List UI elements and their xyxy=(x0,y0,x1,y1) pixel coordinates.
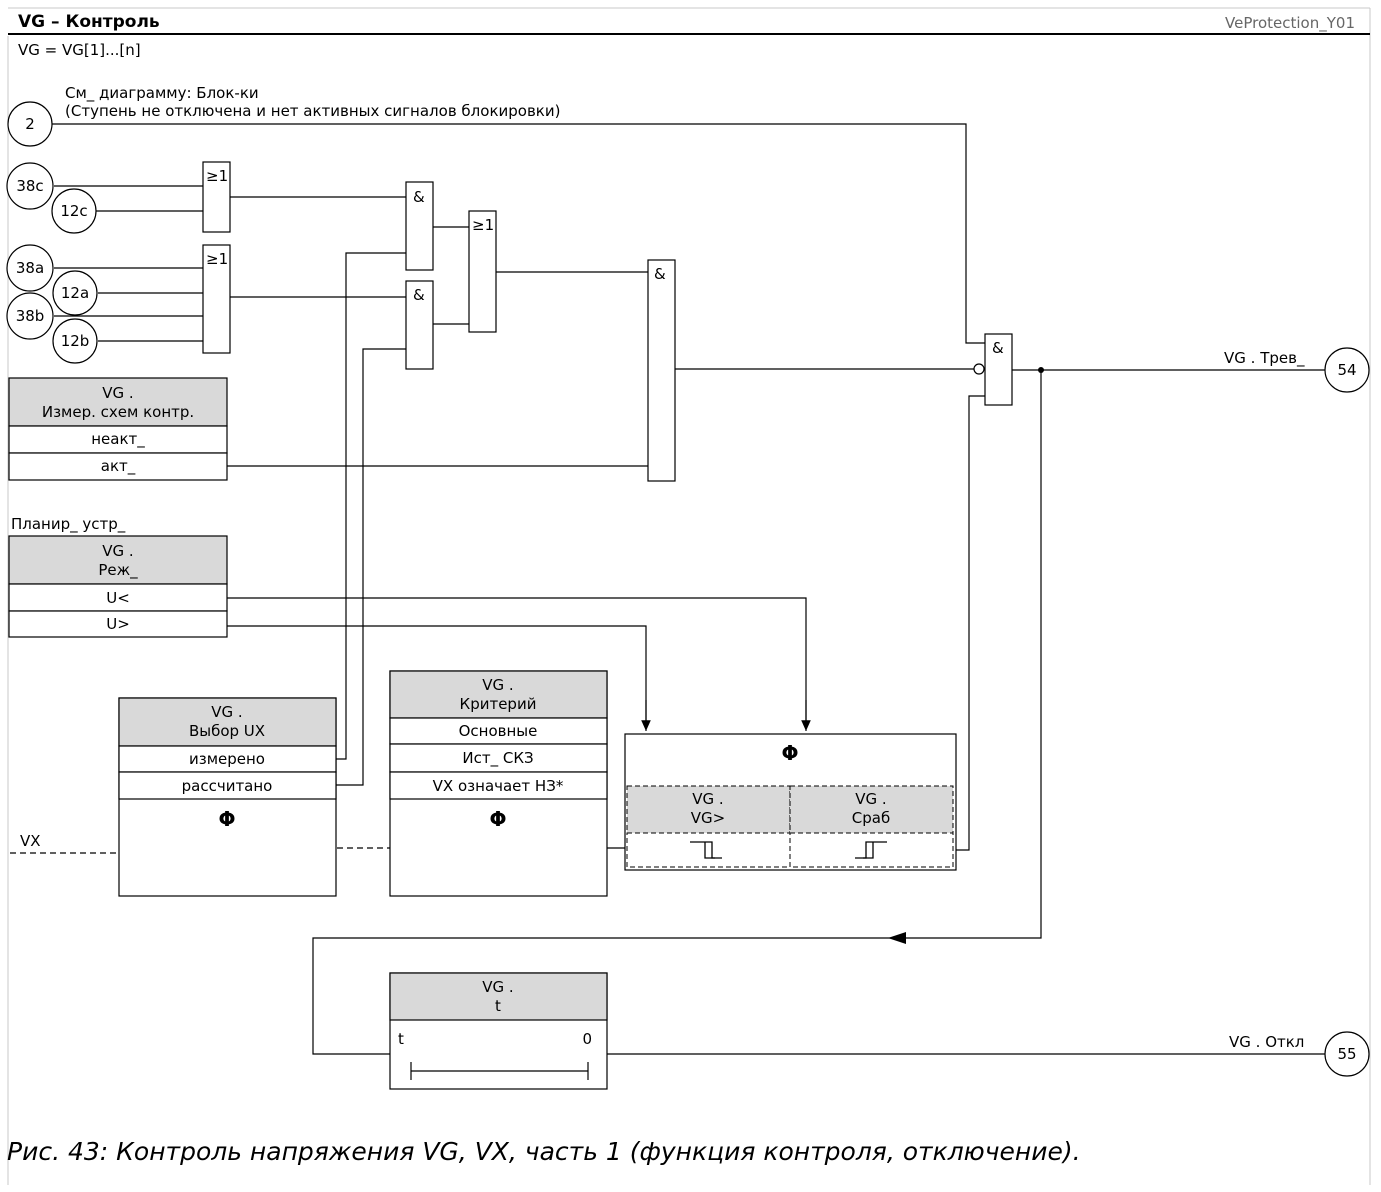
connector-2: 2 xyxy=(7,101,53,147)
svg-text:12a: 12a xyxy=(61,284,89,302)
svg-text:0: 0 xyxy=(582,1030,592,1048)
page-title: VG – Контроль xyxy=(18,12,160,32)
meas-circuit-box: VG . Измер. схем контр. неакт_ акт_ xyxy=(8,377,228,481)
note-line2: (Ступень не отключена и нет активных сиг… xyxy=(65,102,560,120)
negation-circle xyxy=(973,363,985,375)
mode-box: VG . Реж_ U< U> xyxy=(8,535,228,638)
connector-38a: 38a xyxy=(6,244,54,292)
connector-54: 54 xyxy=(1324,347,1370,393)
svg-text:измерено: измерено xyxy=(189,750,265,768)
svg-text:2: 2 xyxy=(25,115,35,133)
dashed-wires xyxy=(10,847,390,854)
svg-text:38a: 38a xyxy=(16,259,44,277)
svg-text:U>: U> xyxy=(106,615,130,633)
connector-38c: 38c xyxy=(6,162,54,210)
svg-text:Измер. схем контр.: Измер. схем контр. xyxy=(42,403,194,421)
arrow-feedback xyxy=(888,932,906,944)
svg-text:t: t xyxy=(398,1030,404,1048)
or-gate-combine: ≥1 xyxy=(468,210,497,333)
svg-text:&: & xyxy=(413,188,425,206)
svg-text:VG .: VG . xyxy=(692,790,723,808)
svg-text:38b: 38b xyxy=(16,307,45,325)
connector-55: 55 xyxy=(1324,1031,1370,1077)
svg-text:&: & xyxy=(413,286,425,304)
ux-select-box: VG . Выбор UX измерено рассчитано Φ xyxy=(118,697,337,897)
svg-text:12c: 12c xyxy=(60,202,87,220)
svg-text:Ист_ СКЗ: Ист_ СКЗ xyxy=(462,749,533,768)
threshold-box: Φ VG . VG> VG . Сраб xyxy=(624,733,957,871)
connector-12c: 12c xyxy=(51,188,97,234)
trip-signal-label: VG . Откл xyxy=(1229,1033,1304,1051)
connector-12a: 12a xyxy=(52,270,98,316)
criterion-box: VG . Критерий Основные Ист_ СКЗ VX означ… xyxy=(389,670,608,897)
timer-box: VG . t t 0 xyxy=(389,972,608,1090)
svg-text:Сраб: Сраб xyxy=(852,809,890,827)
page-frame xyxy=(7,7,1371,1185)
svg-text:VG .: VG . xyxy=(102,384,133,402)
connector-38b: 38b xyxy=(6,292,54,340)
figure-caption: Рис. 43: Контроль напряжения VG, VX, час… xyxy=(7,1137,1081,1166)
diagram-ref: VeProtection_Y01 xyxy=(1225,14,1355,33)
svg-text:Φ: Φ xyxy=(218,807,235,831)
junction-dot xyxy=(1038,367,1044,373)
wires xyxy=(52,123,1326,1055)
svg-text:≥1: ≥1 xyxy=(206,250,228,268)
svg-text:рассчитано: рассчитано xyxy=(182,777,273,795)
vx-signal-label: VX xyxy=(20,832,41,850)
svg-text:VG .: VG . xyxy=(482,978,513,996)
or-gate-middle: ≥1 xyxy=(202,244,231,354)
svg-text:≥1: ≥1 xyxy=(206,167,228,185)
and-gate-middle: & xyxy=(405,280,434,370)
svg-text:55: 55 xyxy=(1337,1045,1356,1063)
subtitle: VG = VG[1]...[n] xyxy=(18,41,141,59)
svg-text:Основные: Основные xyxy=(459,722,538,740)
svg-text:VX означает НЗ*: VX означает НЗ* xyxy=(433,777,564,795)
svg-text:VG .: VG . xyxy=(102,542,133,560)
svg-text:&: & xyxy=(654,265,666,283)
svg-text:&: & xyxy=(992,339,1004,357)
svg-text:Критерий: Критерий xyxy=(460,695,537,713)
alarm-signal-label: VG . Трев_ xyxy=(1224,349,1305,368)
svg-text:≥1: ≥1 xyxy=(472,216,494,234)
connector-12b: 12b xyxy=(52,318,98,364)
plan-label: Планир_ устр_ xyxy=(11,515,126,534)
svg-text:Реж_: Реж_ xyxy=(98,561,138,580)
svg-text:t: t xyxy=(495,997,501,1015)
svg-text:VG .: VG . xyxy=(482,676,513,694)
or-gate-top: ≥1 xyxy=(202,161,231,233)
svg-text:12b: 12b xyxy=(61,332,90,350)
svg-text:VG .: VG . xyxy=(211,703,242,721)
and-gate-large: & xyxy=(647,259,676,482)
svg-text:VG>: VG> xyxy=(691,809,725,827)
svg-text:Выбор UX: Выбор UX xyxy=(189,722,265,740)
svg-text:VG .: VG . xyxy=(855,790,886,808)
and-gate-final: & xyxy=(984,333,1013,406)
svg-text:U<: U< xyxy=(106,589,130,607)
svg-text:Φ: Φ xyxy=(781,741,798,765)
svg-text:неакт_: неакт_ xyxy=(91,430,145,449)
svg-text:Φ: Φ xyxy=(489,807,506,831)
note-line1: См_ диаграмму: Блок-ки xyxy=(65,84,259,103)
svg-text:38c: 38c xyxy=(16,177,43,195)
svg-text:акт_: акт_ xyxy=(101,457,136,476)
svg-text:54: 54 xyxy=(1337,361,1356,379)
and-gate-top: & xyxy=(405,181,434,271)
